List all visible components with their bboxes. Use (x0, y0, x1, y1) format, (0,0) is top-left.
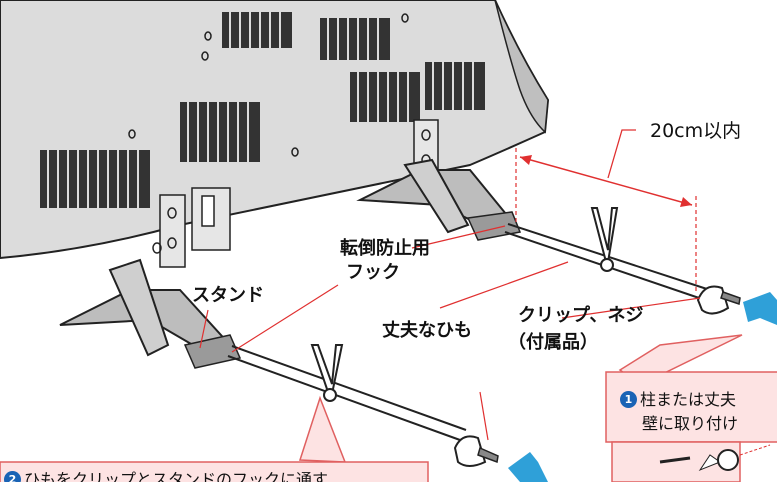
stand-label: スタンド (192, 285, 264, 306)
hook-label-line2: フック (346, 262, 400, 283)
tv-stand (59, 158, 522, 369)
dimension-line (515, 129, 697, 292)
hook-label-line1: 転倒防止用 (340, 238, 430, 259)
clip-screw-label: クリップ、ネジ (518, 305, 644, 326)
callout-1-shape (605, 334, 777, 482)
cord-label: 丈夫なひも (382, 320, 472, 341)
wall-mount-hardware (659, 444, 771, 472)
supplied-label: （付属品） (508, 332, 598, 353)
callout-1-text-line2: 壁に取り付け (642, 414, 739, 433)
callout-2-text: ひもをクリップとスタンドのフックに通す (24, 470, 329, 482)
dimension-label: 20cm以内 (650, 120, 742, 142)
callout-1-text-line1: 柱または丈夫 (640, 390, 737, 409)
callout-2-shape (0, 395, 429, 482)
screw-icon (477, 291, 741, 464)
tv-rear-panel (0, 0, 550, 268)
leader-lines (199, 225, 701, 441)
clip-icon (453, 285, 730, 467)
step-2-badge: 2 (4, 471, 21, 482)
arrow-right-icon (508, 292, 777, 482)
step-1-badge: 1 (620, 391, 637, 408)
